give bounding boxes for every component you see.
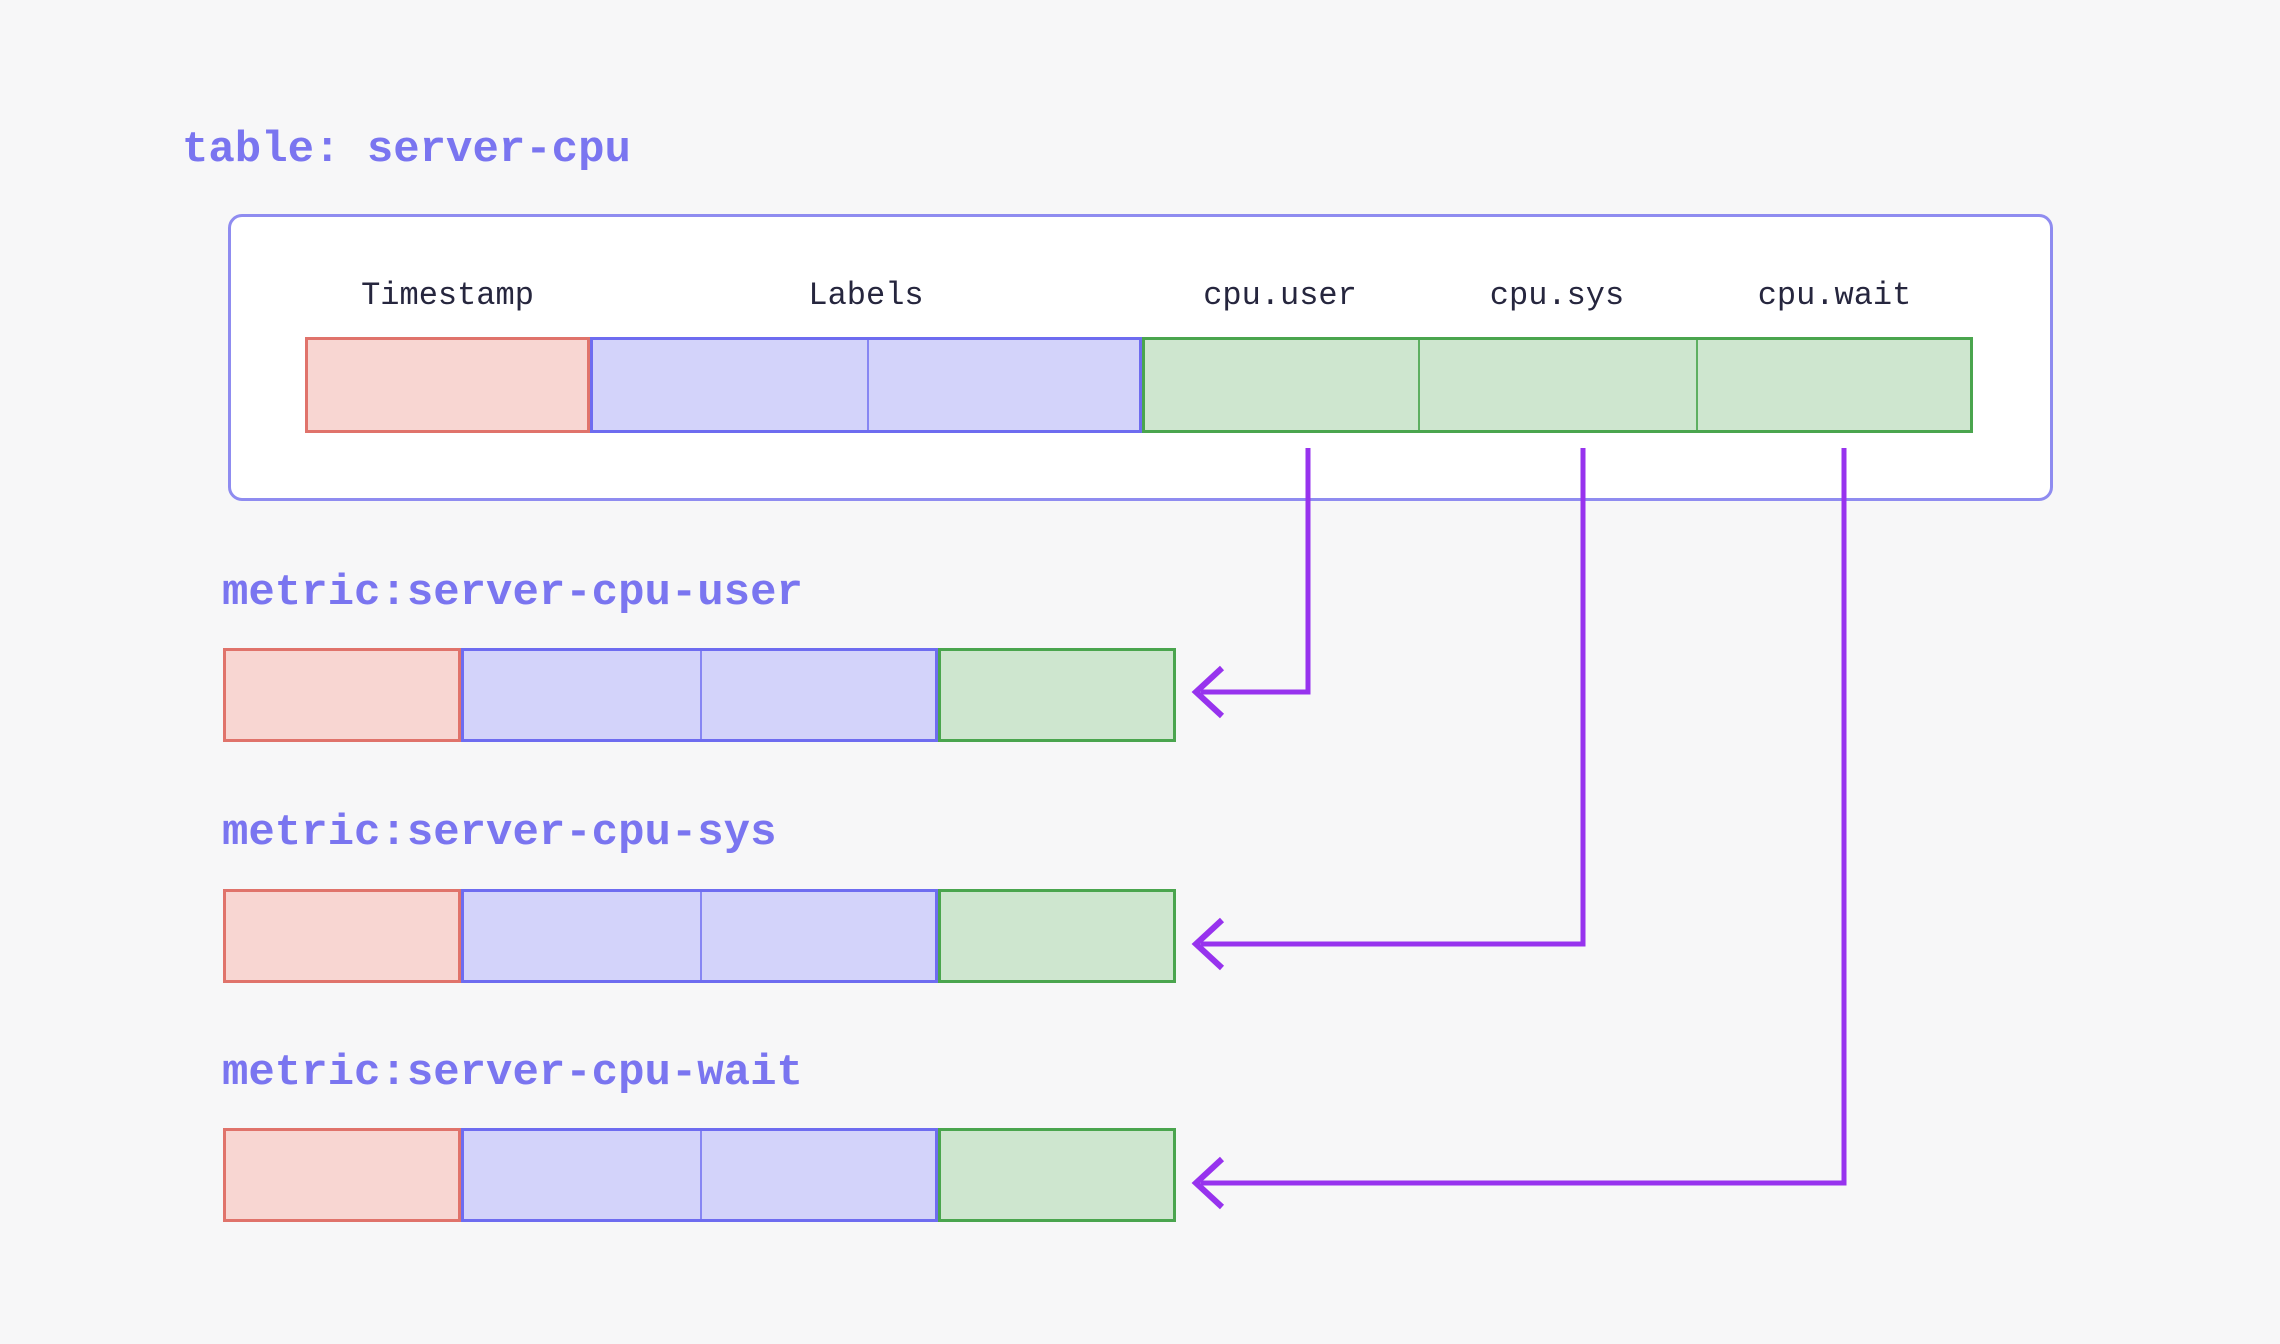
column-header-cpu-sys: cpu.sys	[1489, 277, 1625, 314]
metric-wait-cell-timestamp	[223, 1128, 461, 1222]
arrow-head-cpu-user	[1191, 665, 1225, 719]
metric-user-labels-divider	[700, 651, 702, 739]
column-header-cpu-user: cpu.user	[1203, 277, 1357, 314]
column-header-labels: Labels	[808, 277, 924, 314]
metric-title-wait: metric:server-cpu-wait	[222, 1048, 803, 1098]
labels-cell-divider	[867, 340, 869, 430]
metric-user-cells-labels	[461, 648, 938, 742]
table-column-headers: Timestamp Labels cpu.user cpu.sys cpu.wa…	[305, 276, 1973, 316]
metric-row-sys	[223, 889, 1176, 983]
arrow-cpu-wait	[1201, 448, 1847, 1186]
metric-row-user	[223, 648, 1176, 742]
metric-user-cell-timestamp	[223, 648, 461, 742]
arrow-head-cpu-wait	[1191, 1156, 1225, 1210]
metric-sys-cells-labels	[461, 889, 938, 983]
arrow-cpu-sys	[1201, 448, 1586, 947]
table-title: table: server-cpu	[182, 125, 631, 175]
table-row-cells	[305, 337, 1973, 433]
column-header-timestamp: Timestamp	[361, 277, 534, 314]
metric-wait-cells-labels	[461, 1128, 938, 1222]
metric-sys-cell-timestamp	[223, 889, 461, 983]
metric-row-wait	[223, 1128, 1176, 1222]
metric-sys-labels-divider	[700, 892, 702, 980]
table-cells-values	[1142, 337, 1973, 433]
metric-sys-cell-value	[938, 889, 1176, 983]
metric-wait-labels-divider	[700, 1131, 702, 1219]
metric-user-cell-value	[938, 648, 1176, 742]
column-header-cpu-wait: cpu.wait	[1757, 277, 1912, 314]
value-cell-divider-1	[1418, 340, 1420, 430]
arrow-head-cpu-sys	[1191, 917, 1225, 971]
metric-title-sys: metric:server-cpu-sys	[222, 808, 777, 858]
metric-title-user: metric:server-cpu-user	[222, 568, 803, 618]
metric-wait-cell-value	[938, 1128, 1176, 1222]
table-cell-timestamp	[305, 337, 590, 433]
table-cells-labels	[590, 337, 1142, 433]
value-cell-divider-2	[1696, 340, 1698, 430]
